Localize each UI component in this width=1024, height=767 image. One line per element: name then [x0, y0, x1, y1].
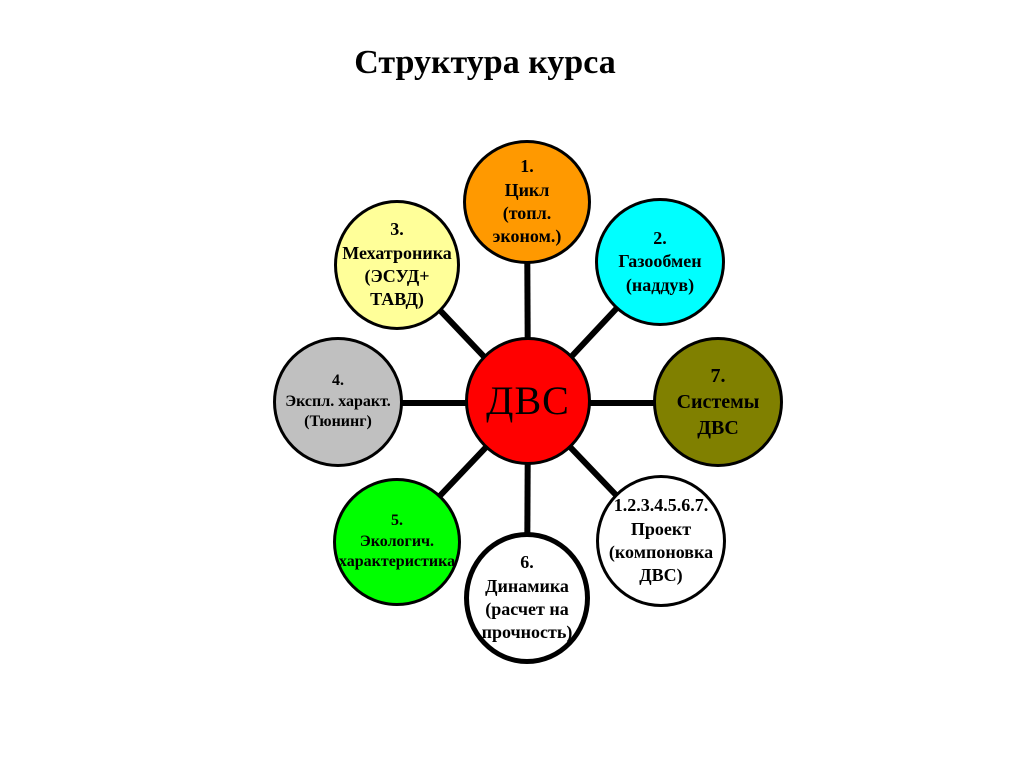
page-title: Структура курса — [354, 44, 616, 81]
node-systems-label: 7. Системы ДВС — [676, 365, 760, 439]
node-center-label: ДВС — [486, 378, 570, 423]
node-mechatronics-label: 3. Мехатроника (ЭСУД+ ТАВД) — [342, 219, 452, 310]
node-gas-exchange: 2. Газообмен (наддув) — [595, 198, 725, 326]
node-ecology-label: 5. Экологич. характеристика — [338, 511, 456, 571]
node-cycle-label: 1. Цикл (топл. эконом.) — [492, 156, 562, 247]
node-ecology: 5. Экологич. характеристика — [333, 478, 461, 606]
node-project-label: 1.2.3.4.5.6.7. Проект (компоновка ДВС) — [608, 495, 714, 586]
node-gas-exchange-label: 2. Газообмен (наддув) — [618, 227, 702, 295]
node-operating-characteristics: 4. Экспл. характ. (Тюнинг) — [273, 337, 403, 467]
node-operating-characteristics-label: 4. Экспл. характ. (Тюнинг) — [285, 371, 391, 431]
node-systems: 7. Системы ДВС — [653, 337, 783, 467]
node-cycle: 1. Цикл (топл. эконом.) — [463, 140, 591, 264]
node-dynamics-label: 6. Динамика (расчет на прочность) — [481, 552, 573, 643]
node-mechatronics: 3. Мехатроника (ЭСУД+ ТАВД) — [334, 200, 460, 330]
node-project: 1.2.3.4.5.6.7. Проект (компоновка ДВС) — [596, 475, 726, 607]
node-dynamics: 6. Динамика (расчет на прочность) — [464, 532, 590, 664]
node-center: ДВС — [465, 337, 591, 465]
